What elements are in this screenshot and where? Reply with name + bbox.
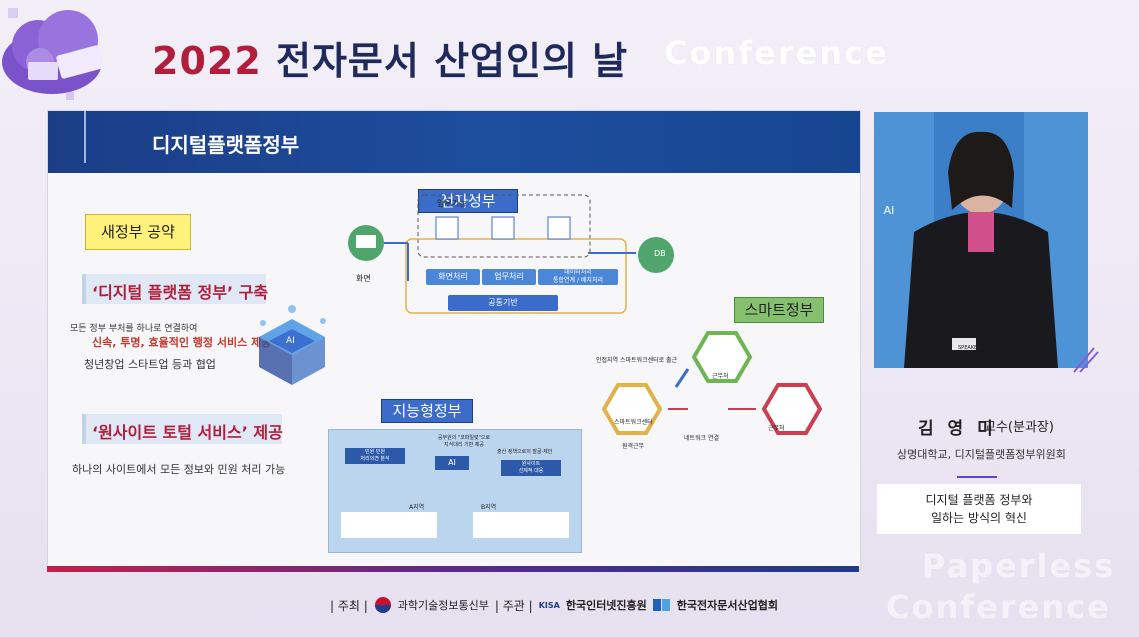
item2-bullet1: 하나의 사이트에서 모든 정보와 민원 처리 가능 xyxy=(72,463,286,476)
egov-pill-work: 업무처리 xyxy=(482,269,536,285)
intel-label: 지능형정부 xyxy=(381,399,473,423)
intel-right-box: 출산 정책으로의 발굴·제안 xyxy=(497,449,553,455)
item1-bullet2: 청년창업 스타트업 등과 협업 xyxy=(84,358,216,371)
event-title: 2022 전자문서 산업인의 날 xyxy=(152,30,628,85)
talk-title-box: 디지털 플랫폼 정부와 일하는 방식의 혁신 xyxy=(877,484,1081,534)
slide-header: 디지털플랫폼정부 xyxy=(48,111,860,173)
intel-a-label: A지역 xyxy=(409,504,425,511)
item1-title: ‘디지털 플랫폼 정부’ 구축 xyxy=(92,283,269,302)
decor-lines-icon xyxy=(1073,347,1099,373)
speaker-video: AI SPEAKER xyxy=(874,112,1088,368)
title-main: 전자문서 산업인의 날 xyxy=(276,39,629,83)
cloud-logo-icon xyxy=(2,8,104,100)
smart-company: 근무처 xyxy=(768,425,785,432)
intel-panel: 공무원의 "코파일럿"으로 지식대리 기반 제공 민원 민원 처리의견 분석 A… xyxy=(328,429,582,553)
talk-title-line1: 디지털 플랫폼 정부와 xyxy=(925,493,1033,507)
smart-center: 스마트워크센터 xyxy=(614,419,653,426)
smart-network: 네트워크 연결 xyxy=(684,435,720,442)
footer-association: 한국전자문서산업협회 xyxy=(676,599,778,612)
svg-text:AI: AI xyxy=(286,336,295,346)
intel-left-box: 민원 민원 처리의견 분석 xyxy=(345,448,405,464)
intel-ai: AI xyxy=(435,456,469,470)
association-logo-icon xyxy=(652,599,670,611)
kisa-logo: KISA xyxy=(538,600,560,610)
intel-region-b xyxy=(473,512,569,538)
watermark-conference: Conference xyxy=(886,588,1111,626)
item1-heading-box: ‘디지털 플랫폼 정부’ 구축 xyxy=(82,274,269,304)
speaker-badge: SPEAKER xyxy=(958,345,981,351)
intel-right-box2: 원사이트 선제적 대응 xyxy=(501,460,561,476)
talk-title-line2: 일하는 방식의 혁신 xyxy=(931,511,1027,525)
footer-kisa: 한국인터넷진흥원 xyxy=(565,599,647,612)
speaker-affiliation: 상명대학교, 디지털플랫폼정부위원회 xyxy=(897,448,1066,461)
footer-host-label: | 주최 | xyxy=(330,598,368,613)
footer-organizer-label: | 주관 | xyxy=(494,598,533,613)
item2-heading-box: ‘원사이트 토털 서비스’ 제공 xyxy=(82,414,283,444)
egov-diagram xyxy=(348,194,674,314)
ministry-logo-icon xyxy=(374,597,391,613)
speaker-divider xyxy=(957,476,997,478)
slide-bottom-bar xyxy=(47,566,859,572)
egov-label: 전자정부 xyxy=(418,189,518,213)
speaker-role: 교수(분과장) xyxy=(984,420,1054,435)
title-conference: Conference xyxy=(664,34,889,72)
presentation-slide: 디지털플랫폼정부 새정부 공약 ‘디지털 플랫폼 정부’ 구축 모든 정부 부처… xyxy=(47,110,861,570)
smart-top-text: 인접지역 스마트워크센터로 출근 xyxy=(596,357,678,364)
egov-common: 공통기반 xyxy=(448,295,558,311)
item1-bullet1b: 신속, 투명, 효율적인 행정 서비스 제공 xyxy=(92,336,272,349)
egov-db: DB xyxy=(654,249,666,258)
intel-region-a xyxy=(341,512,437,538)
ai-chip-icon: AI xyxy=(259,305,326,385)
egov-screen: 화면 xyxy=(356,274,371,283)
pledge-label: 새정부 공약 xyxy=(85,214,191,250)
screen-text: AI xyxy=(883,204,895,217)
egov-pill-screen: 화면처리 xyxy=(426,269,480,285)
smart-office: 근무처 xyxy=(712,373,729,380)
speaker-name: 김 영 미 xyxy=(918,419,997,439)
slide-title: 디지털플랫폼정부 xyxy=(152,133,300,157)
header-divider xyxy=(84,111,86,163)
smart-diagram xyxy=(601,331,823,435)
smart-label: 스마트정부 xyxy=(734,297,824,323)
egov-work-func: 업무기능 xyxy=(437,199,467,208)
title-year: 2022 xyxy=(152,39,262,83)
intel-b-label: B지역 xyxy=(481,504,497,511)
smart-remote: 원격근무 xyxy=(622,443,645,450)
intel-top-text: 공무원의 "코파일럿"으로 지식대리 기반 제공 xyxy=(437,435,491,448)
egov-pill-data: 데이터처리 통합연계 / 배치처리 xyxy=(538,269,618,285)
footer-ministry: 과학기술정보통신부 xyxy=(397,599,489,612)
watermark-paperless: Paperless xyxy=(922,547,1116,585)
item2-title: ‘원사이트 토털 서비스’ 제공 xyxy=(92,423,283,442)
item1-bullet1: 모든 정부 부처를 하나로 연결하여 xyxy=(70,324,198,334)
speaker-photo xyxy=(874,112,1088,368)
footer-sponsors: | 주최 | 과학기술정보통신부 | 주관 | KISA 한국인터넷진흥원 한국… xyxy=(330,596,778,614)
